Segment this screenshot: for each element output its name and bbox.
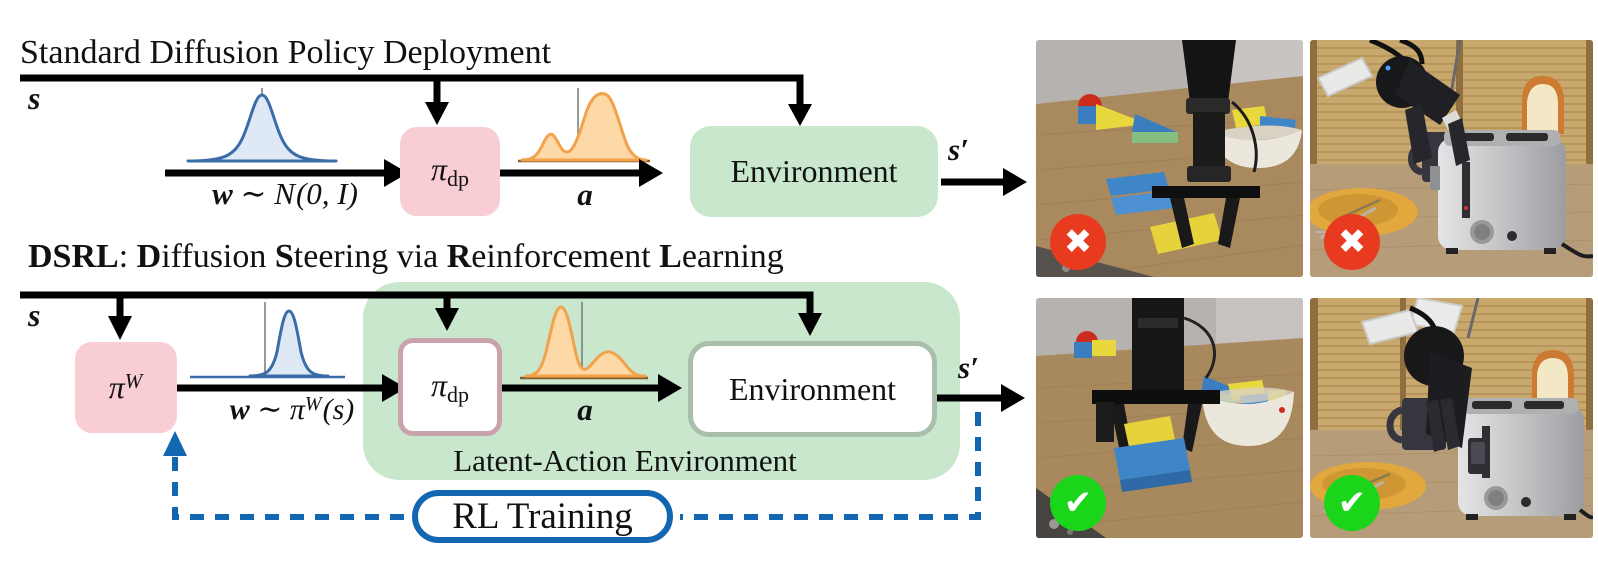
state-label-dsrl: s	[28, 297, 41, 333]
photo-blocks-success: ✔	[1036, 298, 1303, 538]
arrowhead-into-policy-dsrl	[435, 308, 459, 331]
arrowhead-into-environment-standard	[788, 104, 812, 126]
diffusion-policy-box-standard: πdp	[400, 127, 500, 216]
photo-toaster-success: ✔	[1310, 298, 1593, 538]
state-bus-line-standard	[20, 74, 804, 106]
arrowhead-latent-noise-to-policy	[382, 374, 406, 402]
environment-box-standard: Environment	[690, 126, 938, 217]
noise-sample-label-standard: w ∼ N(0, I)	[212, 176, 358, 211]
latent-noise-sample-label: w ∼ πW(s)	[229, 393, 355, 426]
rl-training-box: RL Training	[412, 490, 673, 543]
arrowhead-next-state-dsrl	[1001, 384, 1025, 412]
arrowhead-into-environment-dsrl	[798, 313, 822, 336]
environment-box-dsrl: Environment	[688, 341, 937, 437]
failure-x-icon: ✖	[1324, 214, 1380, 270]
next-state-label-dsrl: s′	[958, 350, 979, 385]
latent-action-environment-label: Latent-Action Environment	[453, 443, 797, 478]
arrowhead-next-state-standard	[1003, 168, 1027, 196]
flow-lines-layer	[20, 74, 1027, 520]
arrowhead-into-policy-standard	[425, 102, 449, 125]
photo-toaster-failure: ✖	[1310, 40, 1593, 277]
rl-feedback-dashed-left	[172, 452, 404, 520]
arrowhead-noise-to-policy-standard	[384, 159, 408, 187]
state-label-standard: s	[28, 80, 41, 116]
latent-policy-box: πW	[75, 342, 177, 433]
arrowhead-rl-to-latent-policy	[163, 431, 187, 456]
arrowhead-action-to-environment-standard	[639, 159, 663, 187]
gaussian-noise-curve-dsrl	[248, 309, 330, 378]
dsrl-title: DSRL: Diffusion Steering via Reinforceme…	[28, 238, 784, 275]
standard-title: Standard Diffusion Policy Deployment	[20, 34, 552, 71]
next-state-label-standard: s′	[948, 132, 969, 167]
diffusion-policy-box-dsrl: πdp	[398, 338, 502, 436]
success-check-icon: ✔	[1050, 475, 1106, 531]
action-label-standard: a	[577, 177, 593, 212]
diffusion-policy-label: πdp	[430, 151, 470, 191]
action-label-dsrl: a	[577, 392, 593, 427]
gaussian-noise-curve-standard	[186, 93, 338, 163]
arrowhead-action-to-environment-dsrl	[658, 374, 682, 402]
failure-x-icon: ✖	[1050, 214, 1106, 270]
success-check-icon: ✔	[1324, 475, 1380, 531]
diffusion-policy-label-dsrl: πdp	[430, 366, 470, 407]
latent-policy-label: πW	[108, 369, 144, 405]
photo-blocks-failure: ✖	[1036, 40, 1303, 277]
rl-feedback-dashed-right	[680, 412, 981, 520]
action-distribution-curve-standard	[520, 92, 648, 162]
arrowhead-into-latent-policy	[108, 316, 132, 340]
state-bus-line-dsrl	[20, 291, 814, 315]
action-distribution-curve-dsrl	[524, 305, 647, 378]
